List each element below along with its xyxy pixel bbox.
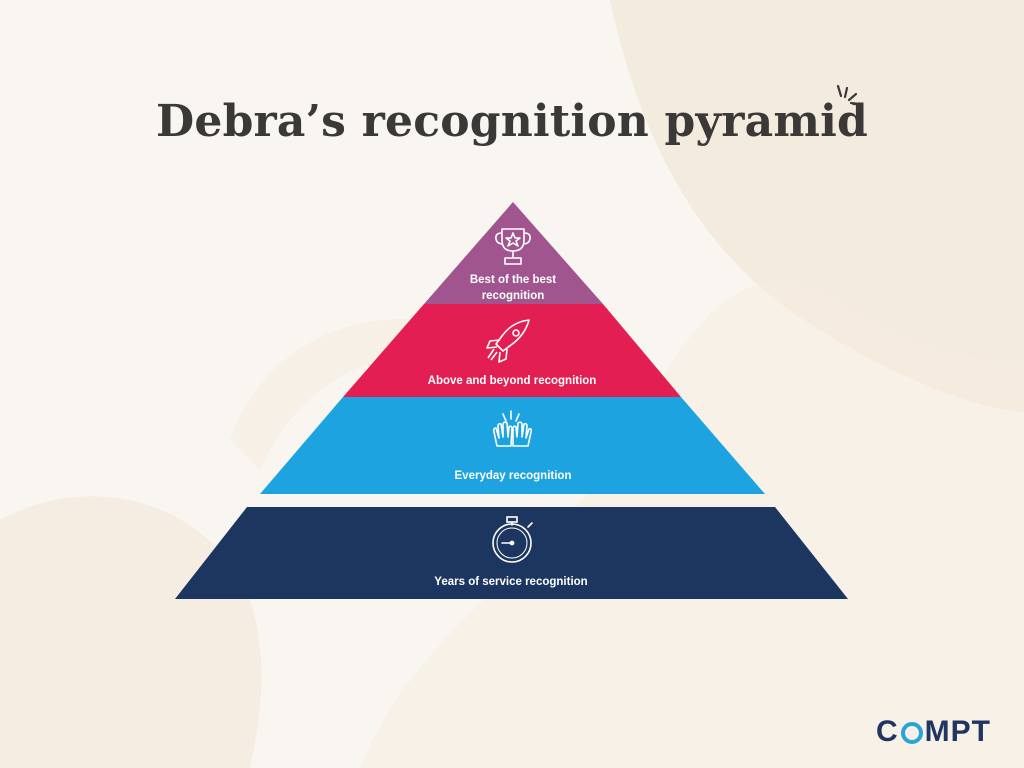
- rocket-icon: [486, 319, 530, 363]
- sparkle-icon: [836, 84, 861, 106]
- high-five-icon: [492, 410, 533, 447]
- stopwatch-icon: [492, 516, 533, 563]
- page-title: Debra’s recognition pyramid: [156, 96, 868, 147]
- tier-label-line: recognition: [482, 290, 545, 302]
- logo-text-end: MPT: [924, 715, 991, 748]
- tier-label: Years of service recognition: [434, 576, 587, 588]
- logo-text-start: C: [876, 715, 899, 748]
- tier-years-of-service: [175, 507, 848, 599]
- tier-label-line: Best of the best: [470, 274, 556, 286]
- trophy-icon: [495, 228, 531, 265]
- logo-o-ring-icon: [900, 722, 923, 744]
- compt-logo: C MPT: [876, 712, 991, 752]
- tier-label: Above and beyond recognition: [428, 375, 597, 387]
- tier-label: Everyday recognition: [455, 470, 572, 482]
- tier-above-and-beyond: [343, 304, 681, 397]
